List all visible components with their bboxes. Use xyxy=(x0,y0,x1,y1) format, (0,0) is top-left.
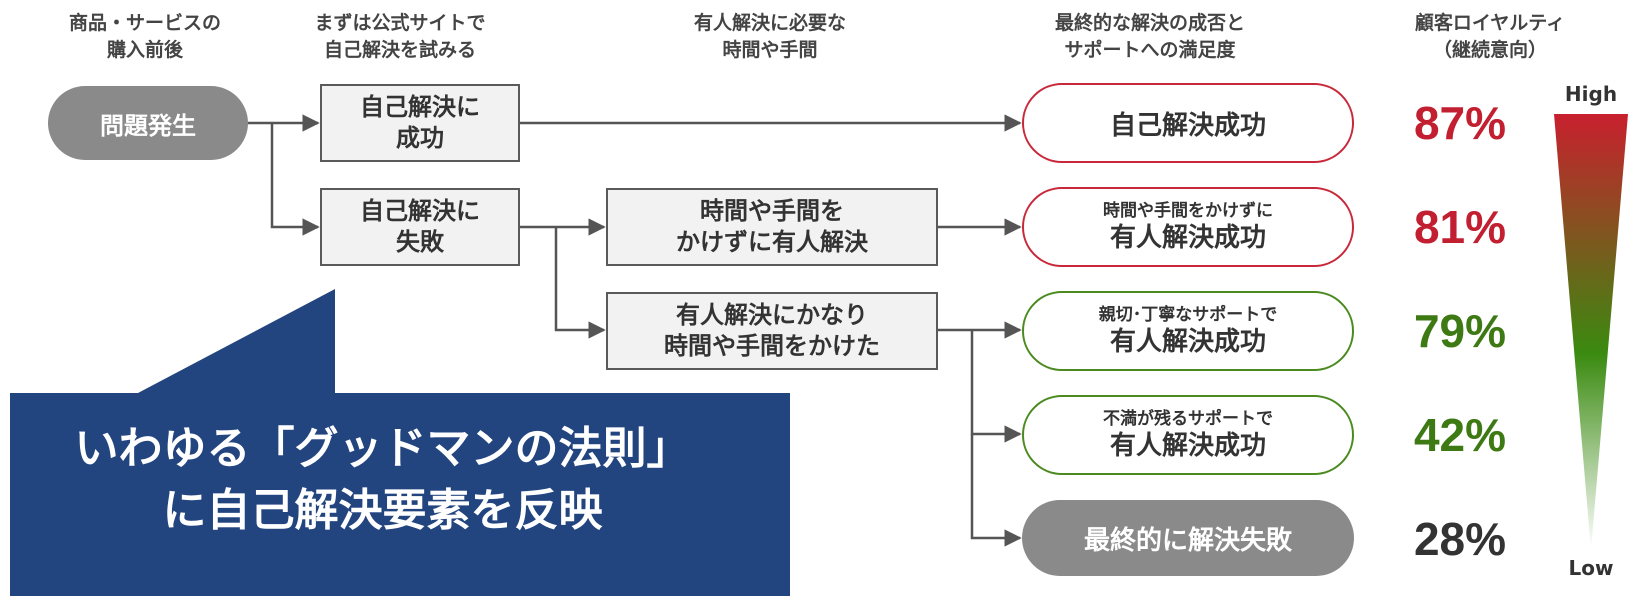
callout-text: いわゆる「グッドマンの法則」 に自己解決要素を反映 xyxy=(10,418,755,542)
outcome-final-failure: 最終的に解決失敗 xyxy=(1022,500,1354,576)
loyalty-pct-kind-support: 79% xyxy=(1413,305,1507,357)
outcome-low-effort-main: 有人解決成功 xyxy=(1109,223,1266,253)
loyalty-scale-triangle xyxy=(1554,114,1628,550)
scale-low-label: Low xyxy=(1568,556,1614,580)
header-effort: 有人解決に必要な 時間や手間 xyxy=(640,10,900,64)
header-self-try-line2: 自己解決を試みる xyxy=(323,39,476,61)
self-resolve-success-line1: 自己解決に xyxy=(360,93,480,121)
low-effort-line2: かけずに有人解決 xyxy=(676,228,868,256)
callout-line1: いわゆる「グッドマンの法則」 xyxy=(74,423,691,474)
high-effort-box: 有人解決にかなり 時間や手間をかけた xyxy=(606,292,938,370)
outcome-low-effort-sub: 時間や手間をかけずに xyxy=(1103,201,1273,221)
header-loyalty: 顧客ロイヤルティ （継続意向） xyxy=(1395,10,1585,64)
low-effort-line1: 時間や手間を xyxy=(700,197,844,225)
outcome-self-success-main: 自己解決成功 xyxy=(1109,110,1266,141)
high-effort-line1: 有人解決にかなり xyxy=(676,301,868,329)
loyalty-pct-low-effort: 81% xyxy=(1413,201,1507,253)
self-resolve-fail-box: 自己解決に 失敗 xyxy=(320,188,520,266)
scale-high-label: High xyxy=(1564,82,1618,106)
loyalty-pct-final-failure: 28% xyxy=(1413,513,1507,565)
header-effort-line1: 有人解決に必要な xyxy=(693,12,846,34)
header-effort-line2: 時間や手間 xyxy=(722,39,818,61)
outcome-self-success: 自己解決成功 xyxy=(1022,83,1354,163)
self-resolve-success-box: 自己解決に 成功 xyxy=(320,84,520,162)
header-purchase-line2: 購入前後 xyxy=(106,39,183,61)
header-loyalty-line2: （継続意向） xyxy=(1432,39,1547,61)
header-purchase-line1: 商品・サービスの xyxy=(68,12,221,34)
header-outcome-line2: サポートへの満足度 xyxy=(1064,39,1236,61)
header-self-try-line1: まずは公式サイトで xyxy=(314,12,486,34)
loyalty-pct-self-success: 87% xyxy=(1413,97,1507,149)
loyalty-pct-unsatisfied-support: 42% xyxy=(1413,409,1507,461)
self-resolve-success-line2: 成功 xyxy=(396,124,444,152)
high-effort-line2: 時間や手間をかけた xyxy=(664,332,880,360)
header-loyalty-line1: 顧客ロイヤルティ xyxy=(1414,12,1566,34)
outcome-low-effort-success: 時間や手間をかけずに 有人解決成功 xyxy=(1022,187,1354,267)
self-resolve-fail-line1: 自己解決に xyxy=(360,197,480,225)
outcome-kind-support-sub: 親切･丁寧なサポートで xyxy=(1098,305,1278,325)
header-outcome-line1: 最終的な解決の成否と xyxy=(1054,12,1245,34)
problem-occurs-node: 問題発生 xyxy=(48,86,248,160)
header-self-try: まずは公式サイトで 自己解決を試みる xyxy=(295,10,505,64)
outcome-unsatisfied-main: 有人解決成功 xyxy=(1109,431,1266,461)
self-resolve-fail-line2: 失敗 xyxy=(396,228,444,256)
outcome-unsatisfied-support-success: 不満が残るサポートで 有人解決成功 xyxy=(1022,395,1354,475)
outcome-final-failure-main: 最終的に解決失敗 xyxy=(1083,525,1292,556)
outcome-kind-support-main: 有人解決成功 xyxy=(1109,327,1266,357)
outcome-unsatisfied-sub: 不満が残るサポートで xyxy=(1103,409,1273,429)
callout-line2: に自己解決要素を反映 xyxy=(162,485,603,536)
problem-occurs-label: 問題発生 xyxy=(100,111,196,140)
header-purchase: 商品・サービスの 購入前後 xyxy=(40,10,250,64)
header-outcome: 最終的な解決の成否と サポートへの満足度 xyxy=(1020,10,1280,64)
outcome-kind-support-success: 親切･丁寧なサポートで 有人解決成功 xyxy=(1022,291,1354,371)
low-effort-box: 時間や手間を かけずに有人解決 xyxy=(606,188,938,266)
